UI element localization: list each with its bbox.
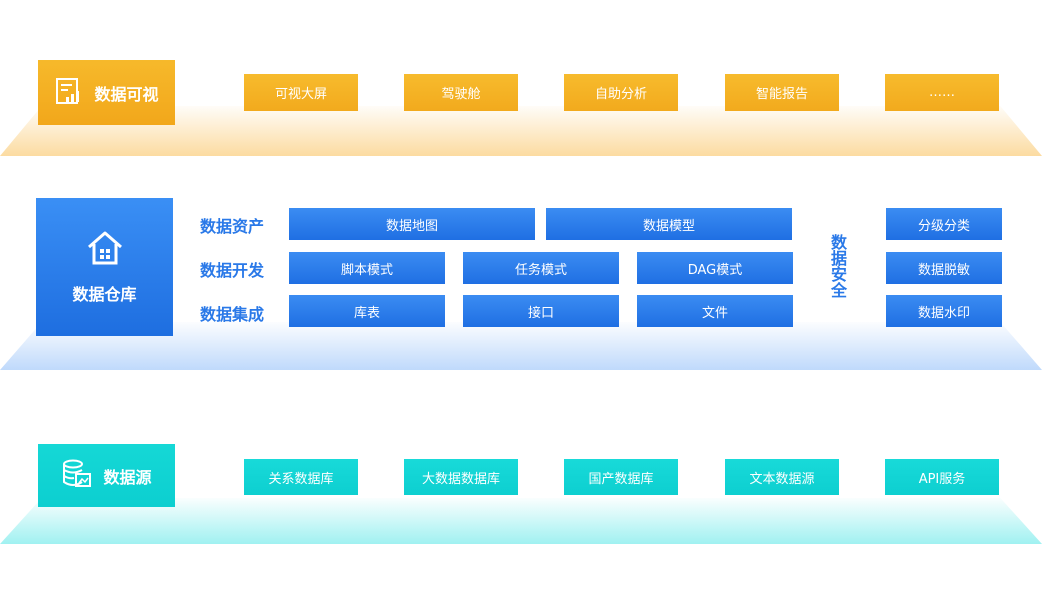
warehouse-item-task-mode: 任务模式 xyxy=(463,252,619,284)
row-label-dev: 数据开发 xyxy=(200,261,265,280)
security-item-watermark: 数据水印 xyxy=(886,295,1002,327)
security-item-masking: 数据脱敏 xyxy=(886,252,1002,284)
warehouse-item-data-map: 数据地图 xyxy=(289,208,535,240)
warehouse-item-data-model: 数据模型 xyxy=(546,208,792,240)
row-label-assets: 数据资产 xyxy=(200,217,265,236)
source-item-3: 国产数据库 xyxy=(564,459,678,495)
chart-report-icon xyxy=(54,76,84,110)
database-icon xyxy=(61,458,93,494)
source-layer-badge: 数据源 xyxy=(38,444,175,507)
visual-item-1: 可视大屏 xyxy=(244,74,358,111)
warehouse-item-script-mode: 脚本模式 xyxy=(289,252,445,284)
source-item-1: 关系数据库 xyxy=(244,459,358,495)
house-icon xyxy=(85,229,125,271)
visual-item-5: …… xyxy=(885,74,999,111)
source-item-4: 文本数据源 xyxy=(725,459,839,495)
security-item-classification: 分级分类 xyxy=(886,208,1002,240)
warehouse-item-dag-mode: DAG模式 xyxy=(637,252,793,284)
source-item-2: 大数据数据库 xyxy=(404,459,518,495)
row-label-integration: 数据集成 xyxy=(200,305,265,324)
security-title: 数据安全 xyxy=(828,234,847,298)
warehouse-layer-badge: 数据仓库 xyxy=(36,198,173,336)
visual-item-2: 驾驶舱 xyxy=(404,74,518,111)
source-layer-title: 数据源 xyxy=(103,467,152,487)
warehouse-item-tables: 库表 xyxy=(289,295,445,327)
warehouse-item-api: 接口 xyxy=(463,295,619,327)
source-item-5: API服务 xyxy=(885,459,999,495)
visual-layer-badge: 数据可视 xyxy=(38,60,175,125)
warehouse-layer-platform xyxy=(0,322,1042,370)
visual-item-3: 自助分析 xyxy=(564,74,678,111)
visual-item-4: 智能报告 xyxy=(725,74,839,111)
visual-layer-title: 数据可视 xyxy=(94,84,159,104)
warehouse-layer-title: 数据仓库 xyxy=(72,285,137,304)
warehouse-item-files: 文件 xyxy=(637,295,793,327)
